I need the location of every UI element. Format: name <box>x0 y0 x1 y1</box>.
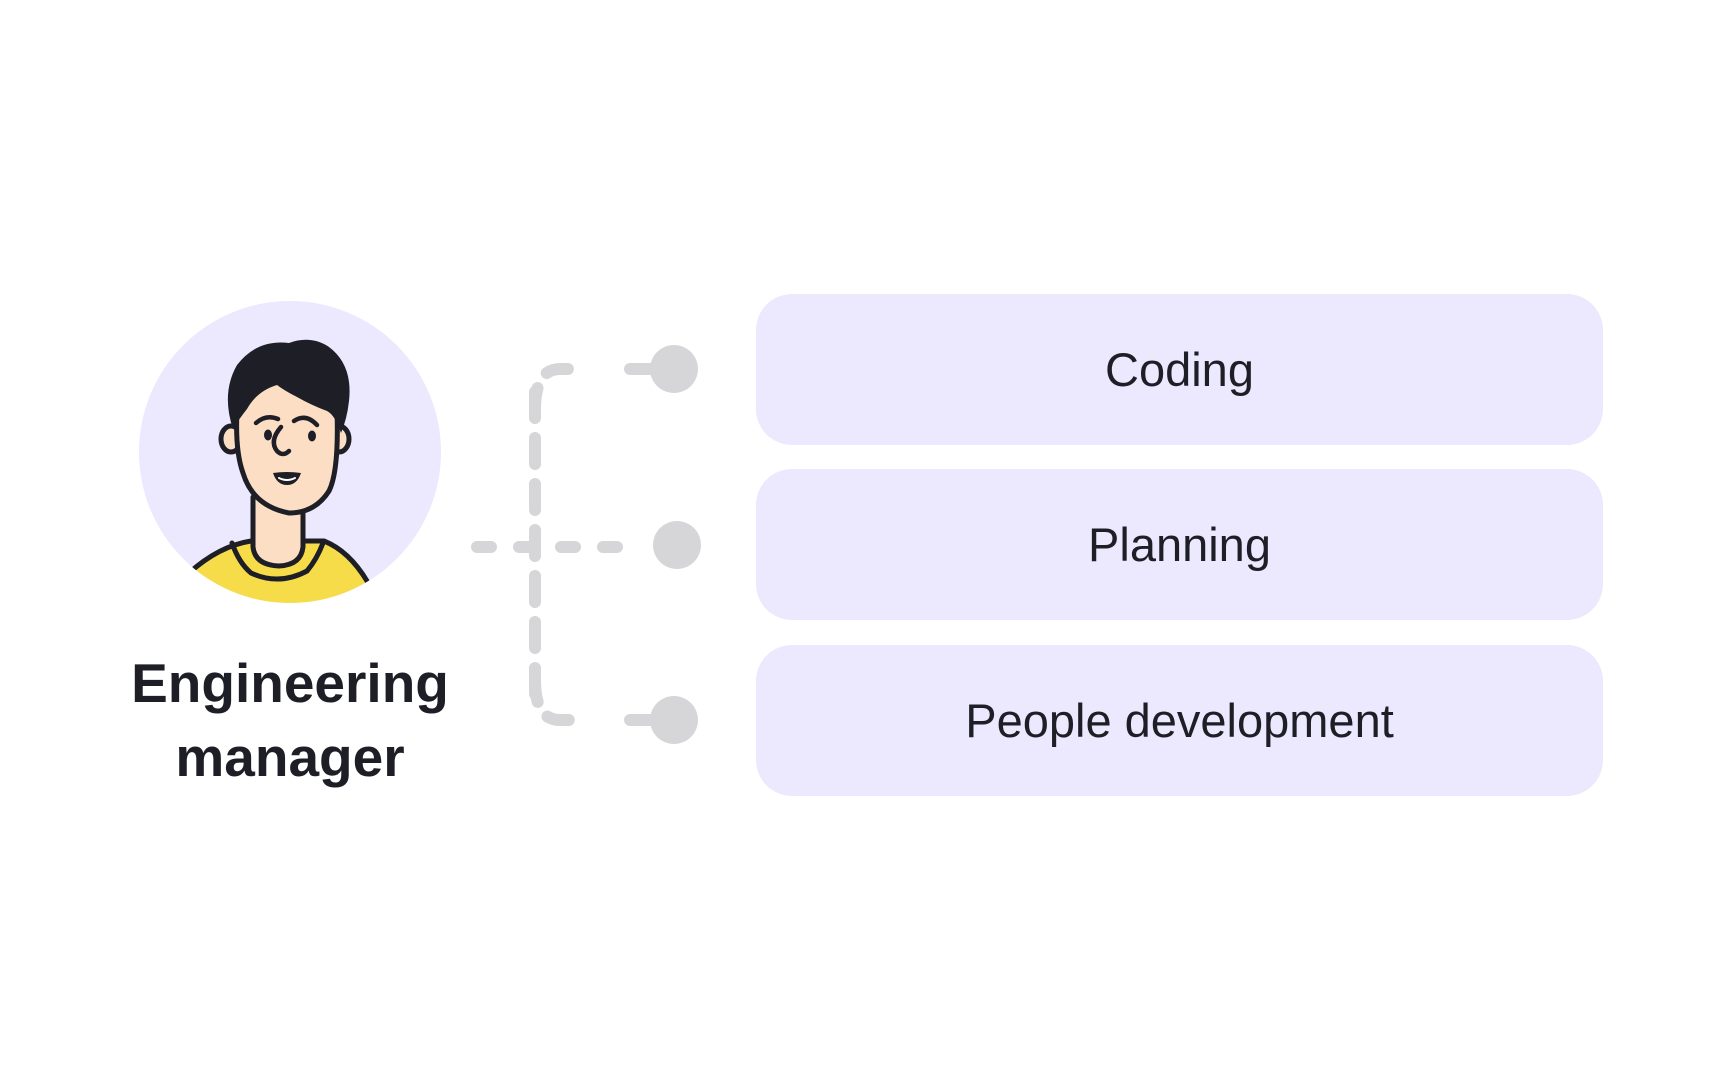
task-box-planning: Planning <box>756 469 1603 620</box>
task-label-planning: Planning <box>1088 518 1271 571</box>
task-box-people-development: People development <box>756 645 1603 796</box>
role-title-line-2: manager <box>175 726 405 788</box>
role-title: Engineering manager <box>90 646 490 794</box>
task-label-people-development: People development <box>965 694 1394 747</box>
avatar <box>139 301 441 603</box>
connector-dot-coding <box>650 345 698 393</box>
task-box-coding: Coding <box>756 294 1603 445</box>
person-avatar-icon <box>178 339 379 603</box>
connector-dot-people <box>650 696 698 744</box>
connector-branch-coding <box>529 363 586 416</box>
connector-dot-planning <box>653 521 701 569</box>
role-title-line-1: Engineering <box>131 652 449 714</box>
task-label-coding: Coding <box>1105 343 1254 396</box>
connector-branch-people <box>529 674 586 726</box>
